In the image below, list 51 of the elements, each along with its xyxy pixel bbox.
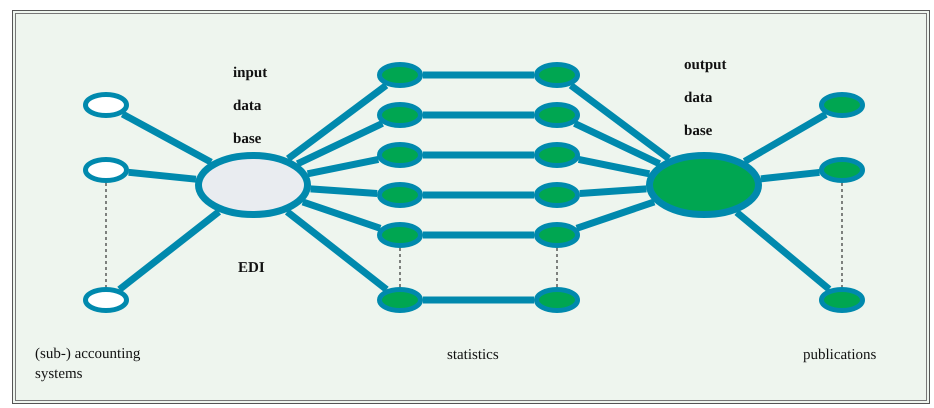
node-ellipse	[534, 182, 580, 208]
database-caption: output data base	[684, 56, 728, 141]
node-ellipse	[819, 157, 865, 183]
node-ellipse	[83, 157, 129, 183]
connector-line	[423, 152, 534, 158]
connector-line	[117, 208, 222, 292]
node-ellipse	[377, 62, 423, 88]
connector-line	[423, 192, 534, 198]
dotted-connector	[105, 183, 107, 287]
node-ellipse	[534, 62, 580, 88]
node-ellipse	[819, 287, 865, 313]
connector-line	[580, 185, 647, 197]
connector-line	[423, 232, 534, 238]
connector-line	[286, 82, 388, 162]
group-label: statistics	[447, 346, 500, 365]
connector-line	[734, 210, 832, 292]
connector-line	[578, 156, 650, 178]
node-ellipse	[377, 142, 423, 168]
node-ellipse	[377, 287, 423, 313]
node-ellipse	[83, 92, 129, 118]
node-ellipse	[534, 287, 580, 313]
node-ellipse	[819, 92, 865, 118]
connector-line	[423, 72, 534, 78]
node-ellipse	[377, 182, 423, 208]
node-ellipse	[534, 102, 580, 128]
node-ellipse	[534, 222, 580, 248]
connector-line	[568, 82, 671, 162]
node-ellipse	[377, 222, 423, 248]
connector-line	[128, 168, 196, 183]
connector-line	[573, 120, 662, 167]
connector-line	[742, 111, 828, 164]
connector-line	[423, 296, 534, 304]
connector-line	[310, 185, 378, 197]
connector-line	[423, 112, 534, 118]
edi-caption: EDI	[238, 260, 265, 277]
dotted-connector	[841, 183, 843, 287]
connector-line	[296, 120, 384, 167]
connector-line	[576, 198, 656, 232]
connector-line	[306, 156, 380, 178]
node-ellipse	[534, 142, 580, 168]
group-label: (sub-) accounting systems	[35, 345, 142, 384]
connector-line	[760, 168, 820, 182]
dotted-connector	[399, 248, 401, 287]
group-label: publications	[803, 346, 878, 365]
connector-line	[302, 198, 382, 232]
node-ellipse	[83, 287, 129, 313]
dotted-connector	[556, 248, 558, 287]
connector-line	[120, 110, 213, 166]
connector-line	[284, 208, 389, 292]
database-caption: input data base	[233, 64, 268, 149]
node-ellipse	[377, 102, 423, 128]
